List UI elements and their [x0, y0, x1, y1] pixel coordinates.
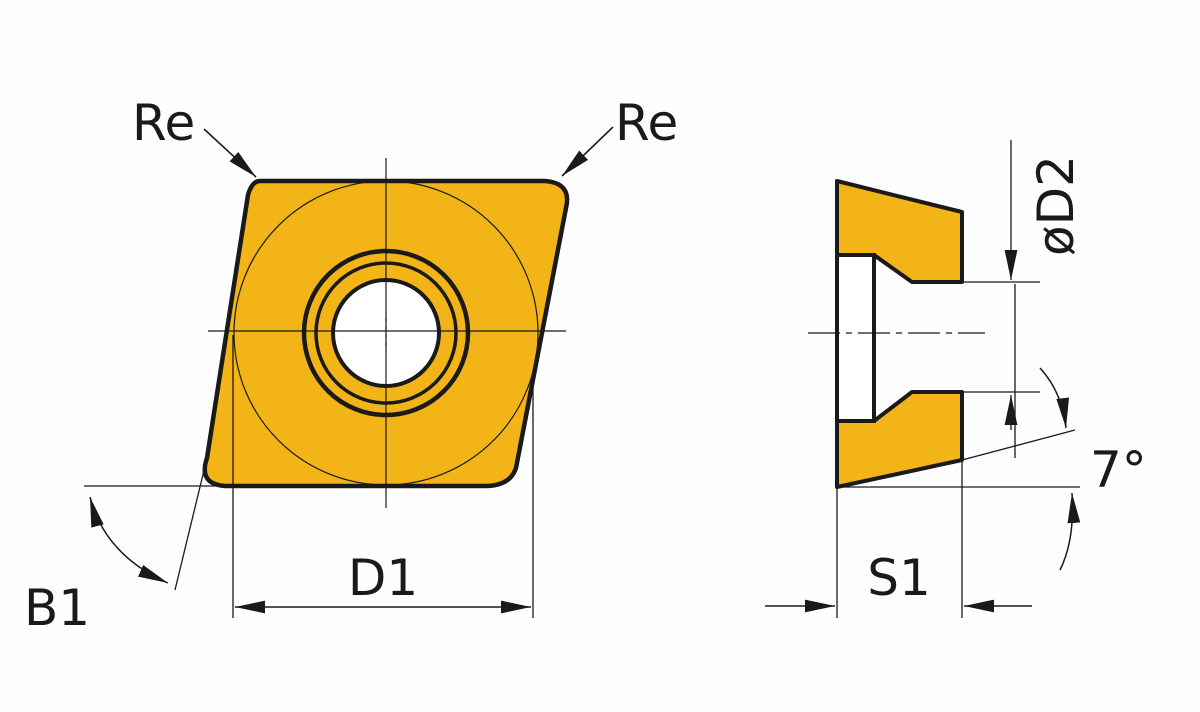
- re-left-label: Re: [132, 94, 195, 152]
- s1-label: S1: [867, 549, 931, 607]
- angle-arc-bottom: [1059, 492, 1081, 571]
- insert-top-view: [202, 158, 570, 508]
- side-hole-section: [835, 253, 876, 423]
- d2-label: øD2: [1027, 155, 1085, 256]
- angle-arc-top: [1039, 367, 1070, 429]
- re-left-leader: [203, 128, 257, 178]
- b1-edge-extension: [174, 457, 208, 591]
- d1-label: D1: [348, 549, 418, 607]
- re-right-label: Re: [615, 94, 678, 152]
- angle-label: 7°: [1090, 441, 1147, 499]
- re-right-leader: [561, 126, 614, 177]
- insert-side-view: [808, 179, 985, 489]
- angle-flank-extension: [961, 429, 1076, 461]
- b1-angle-arc: [89, 496, 169, 584]
- b1-label: B1: [24, 579, 90, 637]
